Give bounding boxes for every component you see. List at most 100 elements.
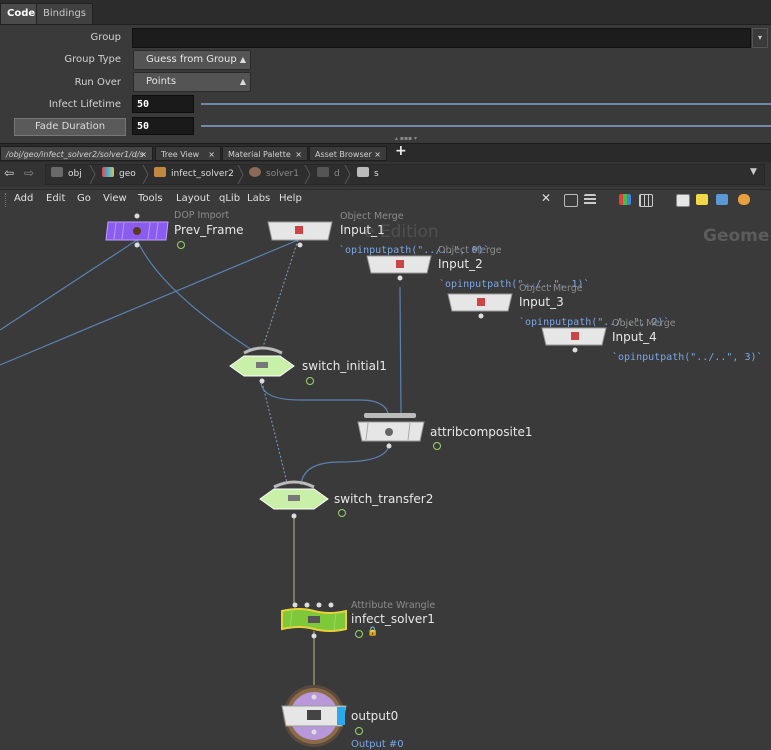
wrench-icon[interactable]: ✕ (541, 191, 552, 205)
crumb-solver1[interactable]: solver1 (249, 165, 299, 184)
back-arrow-icon[interactable]: ⇦ (4, 166, 15, 180)
attribcomposite1-name[interactable]: attribcomposite1 (430, 425, 533, 439)
tab-bindings[interactable]: Bindings (36, 3, 93, 24)
infect-lifetime-label: Infect Lifetime (48, 99, 121, 110)
pane-tab-material-palette-label: Material Palette (228, 150, 291, 159)
network-menu-bar: Add Edit Go View Tools Layout qLib Labs … (0, 189, 771, 210)
group-type-label: Group Type (64, 54, 121, 65)
node-switch-initial1-shape (229, 346, 295, 384)
color-palette-icon[interactable] (619, 194, 631, 205)
path-bar: ⇦ ⇨ obj geo infect_solver2 solver1 d s ▼ (0, 162, 771, 187)
wire-attribcomposite-switchtransfer (300, 442, 390, 486)
wire-prev-frame-left (0, 239, 138, 331)
list-icon[interactable] (584, 194, 596, 205)
menu-add[interactable]: Add (14, 193, 34, 204)
input4-name[interactable]: Input_4 (612, 330, 657, 344)
grid-icon[interactable] (639, 194, 653, 207)
prev-frame-name[interactable]: Prev_Frame (174, 223, 244, 237)
input1-name[interactable]: Input_1 (340, 223, 385, 237)
node-input2-shape (366, 255, 432, 281)
crumb-geo-label: geo (119, 169, 136, 179)
obj-icon (51, 167, 63, 177)
network-editor[interactable]: e Edition Geome (0, 210, 771, 750)
asset-icon (154, 167, 166, 177)
pane-splitter-handle[interactable]: ▴ ▪▪▪ ▾ (394, 135, 418, 142)
run-over-menu[interactable]: Points ▲ (133, 72, 251, 92)
close-icon[interactable]: × (140, 150, 147, 159)
tree-layout-icon[interactable] (564, 194, 578, 207)
display-flag-icon[interactable] (306, 377, 314, 385)
sop-icon (357, 167, 369, 177)
network-box-icon[interactable] (676, 194, 690, 207)
group-field[interactable] (132, 28, 751, 48)
prev-frame-type: DOP Import (174, 210, 230, 221)
node-input4-shape (541, 327, 607, 353)
output0-name[interactable]: output0 (351, 709, 399, 723)
crumb-infect-solver2-label: infect_solver2 (171, 169, 234, 179)
solver-icon (249, 167, 261, 177)
node-attribcomposite1-shape (357, 413, 425, 449)
sticky-note-icon[interactable] (696, 194, 708, 205)
menu-layout[interactable]: Layout (176, 193, 210, 204)
input3-type: Object Merge (519, 283, 583, 294)
menu-qlib[interactable]: qLib (219, 193, 241, 204)
menu-go[interactable]: Go (77, 193, 91, 204)
crumb-obj[interactable]: obj (51, 165, 82, 184)
pane-tab-tree-view-label: Tree View (161, 150, 200, 159)
display-flag-icon[interactable] (355, 630, 363, 638)
path-dropdown-icon[interactable]: ▼ (750, 167, 757, 177)
crumb-s-label: s (374, 169, 379, 179)
switch-initial1-name[interactable]: switch_initial1 (302, 359, 387, 373)
parameter-panel: Code Bindings Group ▾ Group Type Guess f… (0, 0, 771, 142)
pane-tab-network-label: /obj/geo/infect_solver2/solver1/d/s (6, 150, 144, 159)
menu-edit[interactable]: Edit (46, 193, 66, 204)
crumb-d-label: d (334, 169, 340, 179)
wire-switch-attribcomposite (260, 381, 390, 419)
add-tab-icon[interactable]: + (395, 143, 407, 159)
fade-duration-slider[interactable] (201, 125, 771, 127)
dop-icon (317, 167, 329, 177)
infect-lifetime-slider[interactable] (201, 103, 771, 105)
input1-expr: `opinputpath("../..", 0)` (339, 245, 490, 256)
lock-icon[interactable]: 🔒 (367, 627, 379, 637)
fade-duration-toggle[interactable]: Fade Duration (14, 118, 126, 136)
menu-tools[interactable]: Tools (138, 193, 163, 204)
run-over-value: Points (146, 76, 177, 87)
display-flag-icon[interactable] (433, 442, 441, 450)
pane-tab-material-palette[interactable]: Material Palette × (222, 146, 308, 161)
close-icon[interactable]: × (374, 150, 381, 159)
image-icon[interactable] (716, 194, 728, 205)
infect-solver1-name[interactable]: infect_solver1 (351, 612, 435, 626)
forward-arrow-icon[interactable]: ⇨ (24, 166, 35, 180)
menu-labs[interactable]: Labs (247, 193, 271, 204)
close-icon[interactable]: × (208, 150, 215, 159)
menu-help[interactable]: Help (279, 193, 302, 204)
fade-duration-field[interactable]: 50 (132, 117, 194, 135)
input3-expr: `opinputpath("../..", 2)` (519, 317, 670, 328)
input2-name[interactable]: Input_2 (438, 257, 483, 271)
input4-type: Object Merge (612, 318, 676, 329)
display-flag-icon[interactable] (355, 727, 363, 735)
infect-lifetime-field[interactable]: 50 (132, 95, 194, 113)
input3-name[interactable]: Input_3 (519, 295, 564, 309)
group-label: Group (90, 32, 121, 43)
crumb-s[interactable]: s (357, 165, 379, 184)
crumb-infect-solver2[interactable]: infect_solver2 (154, 165, 234, 184)
asset-tool-icon[interactable] (738, 194, 750, 205)
pane-tab-network[interactable]: /obj/geo/infect_solver2/solver1/d/s × (0, 146, 153, 161)
menu-view[interactable]: View (103, 193, 127, 204)
node-input3-shape (447, 293, 513, 319)
pane-tab-asset-browser[interactable]: Asset Browser × (309, 146, 387, 161)
display-flag-icon[interactable] (338, 509, 346, 517)
group-type-menu[interactable]: Guess from Group ▲ (133, 50, 251, 70)
run-over-label: Run Over (74, 77, 121, 88)
close-icon[interactable]: × (295, 150, 302, 159)
switch-transfer2-name[interactable]: switch_transfer2 (334, 492, 434, 506)
group-dropdown-icon[interactable]: ▾ (752, 28, 768, 48)
crumb-geo[interactable]: geo (102, 165, 136, 184)
pane-tab-bar: /obj/geo/infect_solver2/solver1/d/s × Tr… (0, 143, 771, 162)
crumb-obj-label: obj (68, 169, 82, 179)
display-flag-icon[interactable] (177, 241, 185, 249)
crumb-d[interactable]: d (317, 165, 340, 184)
pane-tab-tree-view[interactable]: Tree View × (155, 146, 221, 161)
